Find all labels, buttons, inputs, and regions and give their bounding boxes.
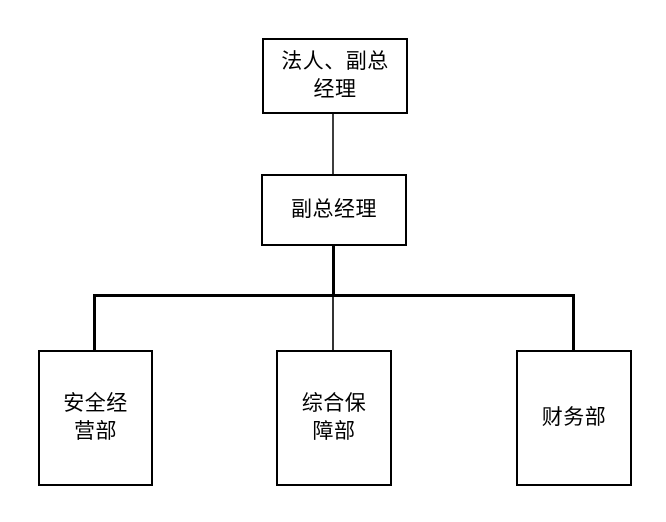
org-node-dept-finance: 财务部 xyxy=(516,350,632,486)
org-node-dept-support-label: 综合保 障部 xyxy=(301,392,367,443)
org-node-dept-support: 综合保 障部 xyxy=(276,350,392,486)
org-node-root: 法人、副总 经理 xyxy=(262,38,408,114)
connector-branch-to-finance xyxy=(572,294,575,351)
org-node-dept-safety: 安全经 营部 xyxy=(38,350,153,486)
connector-branch-to-safety xyxy=(93,294,96,351)
connector-branch-to-support xyxy=(332,297,334,351)
org-node-dept-finance-label: 财务部 xyxy=(541,406,607,429)
org-node-deputy: 副总经理 xyxy=(261,174,407,246)
connector-root-to-deputy xyxy=(332,114,334,174)
connector-branch-horizontal xyxy=(93,294,575,297)
org-node-deputy-label: 副总经理 xyxy=(291,198,377,221)
connector-deputy-to-branch xyxy=(332,246,335,297)
org-node-dept-safety-label: 安全经 营部 xyxy=(63,392,128,443)
org-node-root-label: 法人、副总 经理 xyxy=(281,50,389,101)
